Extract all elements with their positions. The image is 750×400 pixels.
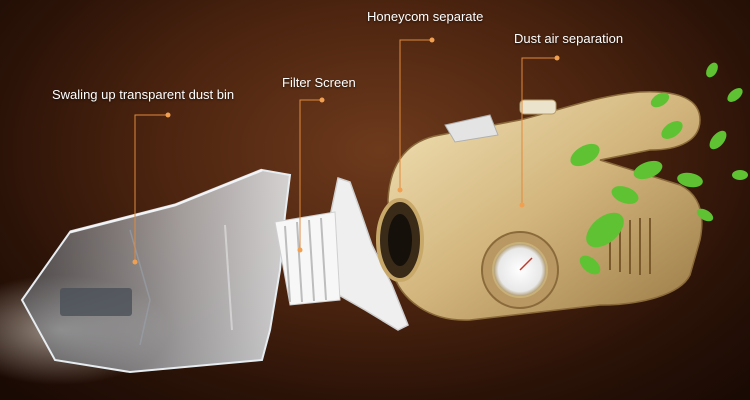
filter-screen-label: Filter Screen <box>282 75 356 90</box>
dust-bin-part <box>20 168 292 374</box>
callout-lines <box>134 39 557 262</box>
dust-bin-label: Swaling up transparent dust bin <box>52 87 235 102</box>
callout-dot <box>319 97 325 103</box>
air-separation-label: Dust air separation <box>514 31 624 46</box>
honeycomb-label: Honeycom separate <box>367 9 484 24</box>
leaves-decoration <box>570 62 748 275</box>
callout-dot <box>165 112 171 118</box>
callout-dot <box>397 187 403 193</box>
filter-screen-part <box>274 177 409 331</box>
callout-dot <box>519 202 525 208</box>
callout-dot <box>554 55 560 61</box>
callout-dot <box>297 247 303 253</box>
callout-dot <box>429 37 435 43</box>
vacuum-body <box>376 91 703 321</box>
callout-dot <box>132 259 138 265</box>
